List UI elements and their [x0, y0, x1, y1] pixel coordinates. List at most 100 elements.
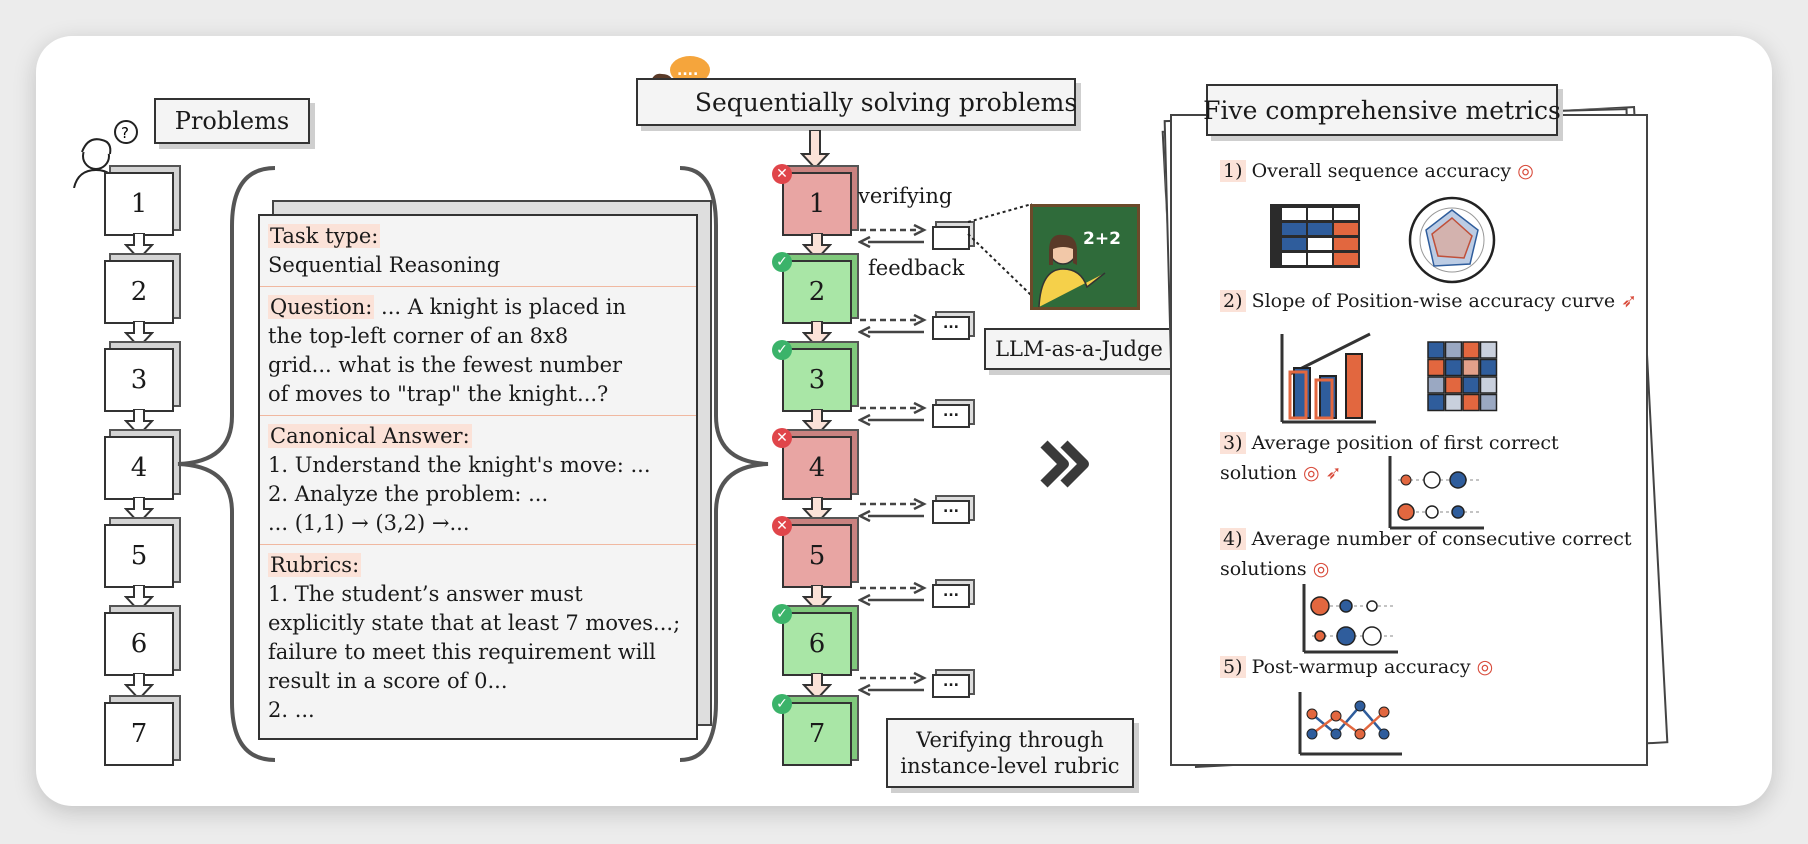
down-arrow-icon — [802, 233, 832, 261]
rubric-caption: Verifying through instance-level rubric — [886, 718, 1134, 788]
x-badge-icon: ✕ — [772, 516, 792, 536]
heatmap-cell — [1479, 393, 1498, 412]
metric-5-number: 5) — [1220, 656, 1246, 678]
target-icon: ◎ — [1312, 558, 1330, 580]
next-chevron-icon — [1038, 436, 1094, 496]
problem-detail-panel: Task type: Sequential Reasoning Question… — [258, 214, 698, 740]
metric-1: 1) Overall sequence accuracy ◎ — [1220, 160, 1534, 182]
question-section: Question: ... A knight is placed in the … — [260, 287, 696, 416]
down-arrow-icon — [124, 321, 154, 349]
board-text: 2+2 — [1083, 229, 1121, 249]
metric-3-number: 3) — [1220, 432, 1246, 454]
check-badge-icon: ✓ — [772, 340, 792, 360]
rocket-icon: ➶ — [1621, 290, 1638, 312]
heatmap-cell — [1462, 341, 1480, 359]
heatmap-cell — [1479, 358, 1498, 377]
solution-cube: 5 — [782, 524, 852, 588]
solution-cube: 4 — [782, 436, 852, 500]
check-badge-icon: ✓ — [772, 604, 792, 624]
verifying-label: verifying — [858, 184, 953, 208]
solution-cube: 3 — [782, 348, 852, 412]
radar-chart-icon — [1408, 196, 1496, 288]
task-type-section: Task type: Sequential Reasoning — [260, 216, 696, 287]
answer-line: 2. Analyze the problem: ... — [268, 482, 549, 506]
target-icon: ◎ — [1517, 160, 1534, 182]
exchange-arrows-icon — [858, 224, 927, 248]
metric-4-text-b: solutions — [1220, 558, 1307, 580]
teacher-icon — [1038, 234, 1106, 307]
down-arrow-icon — [802, 585, 832, 613]
problem-cube: 5 — [104, 524, 174, 588]
down-arrow-icon — [800, 130, 830, 170]
down-arrow-icon — [124, 497, 154, 525]
down-arrow-icon — [802, 497, 832, 525]
rubrics-section: Rubrics: 1. The student’s answer must ex… — [260, 545, 696, 731]
problem-cube: 4 — [104, 436, 174, 500]
metric-2-text: Slope of Position-wise accuracy curve — [1251, 290, 1616, 312]
heatmap-cell — [1462, 358, 1480, 377]
x-badge-icon: ✕ — [772, 164, 792, 184]
task-type-value: Sequential Reasoning — [268, 253, 501, 277]
feedback-box: ... — [932, 584, 970, 608]
answer-line: ... (1,1) → (3,2) →... — [268, 511, 470, 535]
slope-bar-icon — [1276, 330, 1380, 430]
solving-title: Sequentially solving problems — [636, 78, 1077, 126]
task-type-label: Task type: — [268, 224, 381, 248]
problem-cube: 1 — [104, 172, 174, 236]
rubric-caption-line2: instance-level rubric — [900, 754, 1120, 778]
first-correct-plot-icon — [1384, 452, 1488, 536]
check-badge-icon: ✓ — [772, 252, 792, 272]
question-label: Question: — [268, 295, 375, 319]
judge-lines — [967, 203, 1033, 297]
metric-2-number: 2) — [1220, 290, 1246, 312]
down-arrow-icon — [124, 409, 154, 437]
rocket-icon: ➶ — [1325, 462, 1342, 484]
solution-cube: 7 — [782, 702, 852, 766]
question-line: of moves to "trap" the knight...? — [268, 382, 609, 406]
down-arrow-icon — [802, 409, 832, 437]
answer-line: 1. Understand the knight's move: ... — [268, 453, 651, 477]
heatmap-cell — [1479, 376, 1498, 394]
check-badge-icon: ✓ — [772, 694, 792, 714]
answer-label: Canonical Answer: — [268, 424, 472, 448]
accuracy-table-icon — [1270, 204, 1360, 272]
question-line: the top-left corner of an 8x8 — [268, 324, 569, 348]
left-brace — [177, 166, 276, 762]
svg-text:?: ? — [121, 124, 129, 142]
heatmap-cell — [1427, 376, 1445, 394]
problems-title: Problems — [154, 98, 310, 144]
heatmap-cell — [1427, 393, 1445, 412]
rubric-line: result in a score of 0... — [268, 669, 508, 693]
heatmap-cell — [1444, 341, 1463, 359]
question-line: grid... what is the fewest number — [268, 353, 623, 377]
right-brace — [679, 166, 769, 762]
metric-4: 4) Average number of consecutive correct… — [1220, 524, 1632, 584]
rubrics-label: Rubrics: — [268, 553, 362, 577]
problem-cube: 7 — [104, 702, 174, 766]
problem-cube: 6 — [104, 612, 174, 676]
metric-5: 5) Post-warmup accuracy ◎ — [1220, 656, 1493, 678]
exchange-arrows-icon — [858, 314, 927, 338]
heatmap-cell — [1444, 358, 1463, 377]
solution-cube: 2 — [782, 260, 852, 324]
feedback-box: ... — [932, 500, 970, 524]
x-badge-icon: ✕ — [772, 428, 792, 448]
metric-3-text-b: solution — [1220, 462, 1297, 484]
heatmap-cell — [1462, 393, 1480, 412]
problem-cube: 3 — [104, 348, 174, 412]
svg-text:....: .... — [677, 63, 698, 79]
exchange-arrows-icon — [858, 582, 927, 606]
heatmap-cell — [1462, 376, 1480, 394]
metric-5-text: Post-warmup accuracy — [1251, 656, 1471, 678]
question-line: ... A knight is placed in — [381, 295, 627, 319]
feedback-box: ... — [932, 674, 970, 698]
metric-2: 2) Slope of Position-wise accuracy curve… — [1220, 290, 1637, 312]
post-warmup-plot-icon — [1294, 688, 1406, 762]
rubric-line: 2. ... — [268, 698, 315, 722]
metric-1-text: Overall sequence accuracy — [1251, 160, 1512, 182]
heatmap-cell — [1444, 393, 1463, 412]
feedback-box: ... — [932, 316, 970, 340]
heatmap-cell — [1479, 341, 1498, 359]
target-icon: ◎ — [1302, 462, 1320, 484]
feedback-label: feedback — [868, 256, 965, 280]
